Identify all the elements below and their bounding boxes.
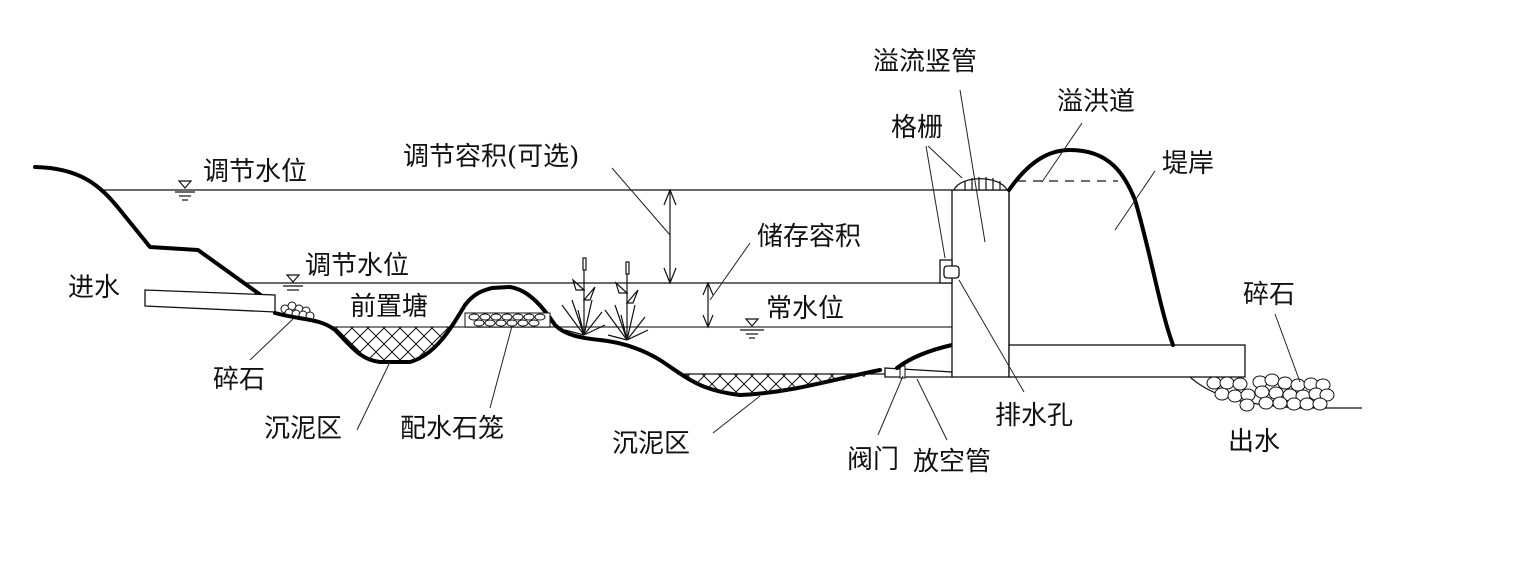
valve-label: 阀门 bbox=[847, 445, 899, 475]
outflow-label: 出水 bbox=[1228, 427, 1280, 457]
orifice-label: 排水孔 bbox=[995, 401, 1073, 431]
sediment-zone-2-fill bbox=[677, 374, 880, 395]
regulating-volume-label: 调节容积(可选) bbox=[403, 142, 579, 172]
outlet-barrel bbox=[1008, 344, 1246, 378]
trash-rack-bars bbox=[964, 177, 1001, 190]
distribution-gabion-label: 配水石笼 bbox=[400, 414, 504, 444]
storage-volume-label: 储存容积 bbox=[757, 222, 861, 252]
forebay-label: 前置塘 bbox=[350, 292, 428, 322]
left-bank-slope bbox=[33, 165, 264, 298]
storage-volume-dimension bbox=[702, 281, 714, 329]
spillway-label: 溢洪道 bbox=[1057, 87, 1135, 117]
water-level-marker-icon bbox=[175, 180, 195, 201]
drain-pipe-label: 放空管 bbox=[913, 447, 991, 477]
distribution-gabion bbox=[464, 312, 551, 328]
inlet-gravel-label: 碎石 bbox=[213, 365, 265, 395]
drain-pipe bbox=[884, 367, 953, 378]
sediment-zone-1-label: 沉泥区 bbox=[264, 414, 342, 444]
overflow-riser-label: 溢流竖管 bbox=[873, 47, 977, 77]
regulating-level-top-label: 调节水位 bbox=[203, 157, 307, 187]
wetland-plant-2 bbox=[604, 261, 649, 341]
orifice bbox=[943, 265, 960, 279]
sediment-zone-2-label: 沉泥区 bbox=[612, 429, 690, 459]
regulating-level-mid-label: 调节水位 bbox=[305, 251, 409, 281]
inlet-gravel bbox=[280, 301, 315, 321]
trash-rack-label: 格栅 bbox=[891, 113, 943, 143]
wetland-plant-1 bbox=[561, 257, 606, 336]
sediment-zone-1-fill bbox=[335, 327, 452, 362]
outlet-gravel bbox=[1206, 373, 1335, 412]
outlet-gravel-label: 碎石 bbox=[1243, 280, 1295, 310]
regulating-volume-dimension bbox=[663, 188, 677, 285]
embankment-profile bbox=[1007, 148, 1175, 347]
embankment-label: 堤岸 bbox=[1162, 149, 1214, 179]
water-level-marker-icon bbox=[740, 318, 764, 339]
riser-side-slope bbox=[895, 343, 954, 370]
trash-rack-top bbox=[953, 178, 1009, 191]
normal-level-label: 常水位 bbox=[766, 294, 844, 324]
inflow-label: 进水 bbox=[68, 273, 120, 303]
leader-lines bbox=[249, 89, 1301, 441]
water-level-marker-icon bbox=[283, 274, 303, 291]
